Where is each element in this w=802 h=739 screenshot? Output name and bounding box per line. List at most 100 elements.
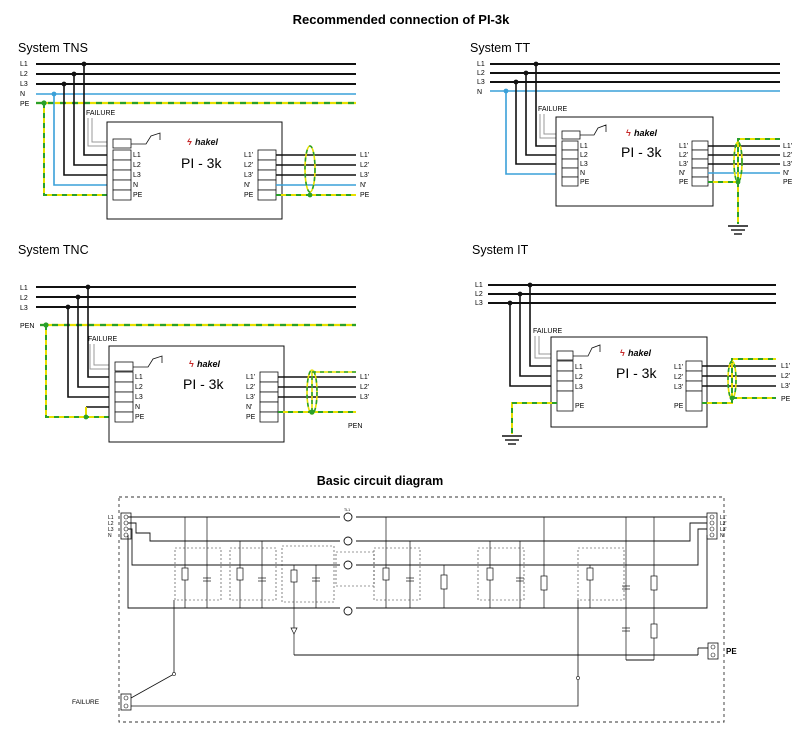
terminal-label: N' — [244, 182, 250, 189]
terminal-label: L3' — [246, 394, 255, 401]
terminal-label: N — [133, 182, 138, 189]
input-label: L2 — [108, 521, 114, 527]
rail-label: PEN — [20, 323, 34, 330]
system-tns-title: System TNS — [18, 41, 88, 55]
output-label: L3' — [360, 394, 369, 401]
terminal-label: N' — [246, 404, 252, 411]
device-enclosure — [118, 496, 725, 723]
terminal-label: L2' — [679, 152, 688, 159]
brand-logo: ϟ — [620, 348, 625, 358]
system-it-diagram: System IT L1 L2 L3 FAILURE — [472, 243, 791, 445]
failure-label: FAILURE — [538, 106, 568, 113]
basic-circuit-title: Basic circuit diagram — [317, 474, 443, 488]
failure-label: FAILURE — [88, 336, 118, 343]
terminal-label: PE — [674, 403, 684, 410]
inductor-label: TL1 — [344, 508, 350, 512]
output-label: L3' — [360, 172, 369, 179]
system-tt-title: System TT — [470, 41, 531, 55]
terminal-label: N' — [679, 170, 685, 177]
system-tnc-diagram: System TNC L1 L2 L3 PEN FAILURE — [18, 243, 369, 443]
brand-logo: ϟ — [189, 359, 194, 369]
output-label: L1' — [783, 143, 792, 150]
pe-terminal-label: PE — [726, 647, 737, 656]
rail-label: L1 — [20, 61, 28, 68]
terminal-label: PE — [575, 403, 585, 410]
system-it-title: System IT — [472, 243, 529, 257]
brand-logo-text: hakel — [634, 128, 658, 138]
device-model: PI - 3k — [621, 144, 662, 160]
rail-label: PE — [20, 101, 30, 108]
system-tt-diagram: System TT L1 L2 L3 N FAILURE — [470, 41, 793, 235]
rail-label: L1 — [477, 61, 485, 68]
device-model: PI - 3k — [181, 155, 222, 171]
terminal-label: PE — [580, 179, 590, 186]
terminal-label: L2' — [244, 162, 253, 169]
terminal-label: L2' — [674, 374, 683, 381]
terminal-label: L1' — [679, 143, 688, 150]
terminal-label: L3 — [580, 161, 588, 168]
rail-label: L1 — [20, 285, 28, 292]
failure-label: FAILURE — [86, 110, 116, 117]
terminal-label: L2 — [135, 384, 143, 391]
output-label: L1' — [360, 374, 369, 381]
ground-symbol — [728, 225, 748, 235]
rail-label: L2 — [475, 291, 483, 298]
terminal-label: PE — [135, 414, 145, 421]
output-label: N' — [360, 182, 366, 189]
page-title: Recommended connection of PI-3k — [293, 12, 510, 27]
output-label: N' — [783, 170, 789, 177]
spd-device — [555, 116, 714, 207]
output-label: L3' — [783, 161, 792, 168]
pen-output-label: PEN — [348, 423, 362, 430]
output-label: L1' — [781, 363, 790, 370]
output-label: L2' — [720, 521, 727, 527]
terminal-label: L3 — [575, 384, 583, 391]
rail-label: L2 — [20, 71, 28, 78]
output-label: L2' — [781, 373, 790, 380]
terminal-label: PE — [679, 179, 689, 186]
rail-label: L2 — [20, 295, 28, 302]
rail-label: N — [20, 91, 25, 98]
terminal-label: N — [135, 404, 140, 411]
output-label: L2' — [360, 162, 369, 169]
output-label: L1' — [360, 152, 369, 159]
rail-label: L3 — [20, 305, 28, 312]
rail-label: L3 — [477, 79, 485, 86]
terminal-label: L1 — [133, 152, 141, 159]
terminal-label: L2 — [133, 162, 141, 169]
spd-device — [550, 336, 708, 428]
terminal-label: L1' — [246, 374, 255, 381]
terminal-label: PE — [133, 192, 143, 199]
terminal-label: L3 — [135, 394, 143, 401]
input-label: L3 — [108, 527, 114, 533]
basic-circuit-diagram: Basic circuit diagram L1 L2 L3 N L1' L2'… — [72, 474, 737, 723]
terminal-label: L3 — [133, 172, 141, 179]
output-label: L2' — [360, 384, 369, 391]
rail-label: L2 — [477, 70, 485, 77]
terminal-label: PE — [244, 192, 254, 199]
terminal-label: L3' — [244, 172, 253, 179]
output-label: N' — [720, 533, 725, 539]
brand-logo: ϟ — [626, 128, 631, 138]
terminal-label: PE — [246, 414, 256, 421]
spd-device — [106, 121, 283, 220]
rail-label: L1 — [475, 282, 483, 289]
brand-logo-text: hakel — [195, 137, 219, 147]
brand-logo-text: hakel — [197, 359, 221, 369]
input-label: L1 — [108, 515, 114, 521]
system-tnc-title: System TNC — [18, 243, 89, 257]
output-label: PE — [360, 192, 370, 199]
brand-logo-text: hakel — [628, 348, 652, 358]
rail-label: L3 — [20, 81, 28, 88]
output-label: PE — [781, 396, 791, 403]
output-label: L2' — [783, 152, 792, 159]
rail-label: N — [477, 89, 482, 96]
device-model: PI - 3k — [183, 376, 224, 392]
brand-logo: ϟ — [187, 137, 192, 147]
failure-terminal-label: FAILURE — [72, 699, 100, 706]
terminal-label: L2 — [580, 152, 588, 159]
terminal-label: L1' — [244, 152, 253, 159]
device-model: PI - 3k — [616, 365, 657, 381]
output-label: PE — [783, 179, 793, 186]
